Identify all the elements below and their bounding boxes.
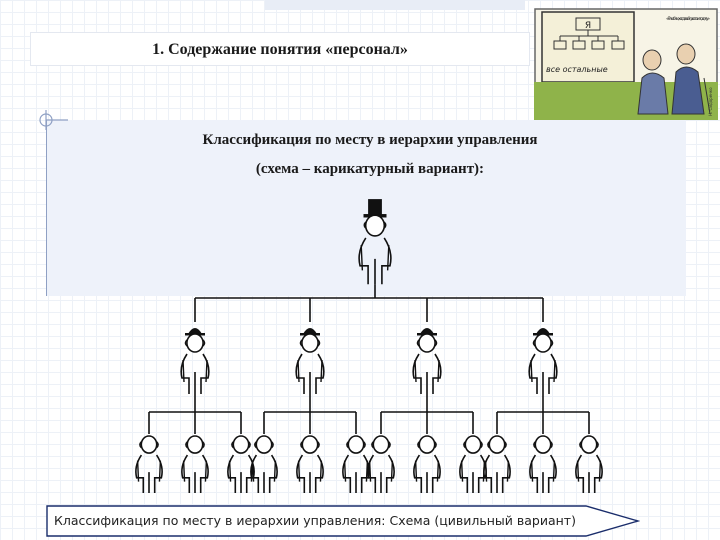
hierarchy-diagram (135, 199, 603, 493)
cartoon-image: Я все остальные «Я люблю, когда всё прос… (534, 8, 718, 120)
board-bottom-label: все остальные (546, 65, 608, 74)
employee-figure (135, 435, 163, 493)
subtitle-line-1: Классификация по месту в иерархии управл… (202, 132, 538, 148)
content-panel (46, 120, 686, 296)
employee-figure (342, 435, 370, 493)
board-top-label: Я (585, 21, 591, 31)
panel-left-border (46, 120, 47, 296)
cartoon-signature: Н. Сидоренко (708, 87, 713, 116)
subtitle-line-2: (схема – карикатурный вариант): (255, 161, 485, 177)
page-title: 1. Содержание понятия «персонал» (152, 41, 408, 58)
corner-decoration (39, 110, 68, 130)
employee-figure (227, 435, 255, 493)
employee-figure (296, 435, 324, 493)
top-decor-strip (265, 0, 525, 10)
hyperlink-label[interactable]: Классификация по месту в иерархии управл… (54, 513, 576, 528)
employee-figure (413, 435, 441, 493)
boss-figure (358, 199, 392, 285)
manager-figure (295, 328, 325, 394)
employee-figure (181, 435, 209, 493)
employee-figure (459, 435, 487, 493)
cartoon-caption: «Я люблю, когда всё просто и по делу» (666, 16, 710, 22)
employee-figure (529, 435, 557, 493)
employee-figure (367, 435, 395, 493)
employee-figure (575, 435, 603, 493)
hyperlink-arrow[interactable] (46, 505, 640, 537)
manager-figure (180, 328, 210, 394)
manager-figure (528, 328, 558, 394)
manager-figure (412, 328, 442, 394)
title-bar: 1. Содержание понятия «персонал» (30, 32, 530, 66)
employee-figure (250, 435, 278, 493)
employee-figure (483, 435, 511, 493)
